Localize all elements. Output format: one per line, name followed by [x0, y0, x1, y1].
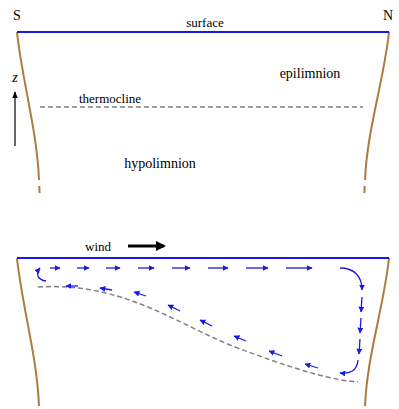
left-bank-end	[38, 186, 40, 193]
thermocline-label: thermocline	[79, 92, 141, 105]
right-bank	[365, 32, 389, 180]
south-label: S	[13, 9, 21, 23]
top-lake	[15, 32, 389, 193]
left-bank	[17, 32, 39, 180]
layer-label: hypolimnion	[124, 157, 196, 171]
left-bank	[17, 258, 39, 406]
axis-label: z	[12, 71, 17, 85]
layer-label: epilimnion	[280, 67, 341, 81]
right-bank	[365, 258, 389, 406]
right-bank-end	[363, 186, 365, 193]
north-label: N	[383, 9, 393, 23]
wind-arrow	[128, 245, 164, 248]
z-axis-arrow	[14, 92, 15, 146]
circulation-arrows	[38, 268, 362, 373]
wind-label: wind	[85, 240, 111, 253]
surface-label: surface	[186, 16, 224, 29]
surface-line	[17, 257, 389, 259]
thermocline-line	[40, 106, 363, 108]
tilted-thermocline	[38, 287, 358, 382]
surface-line	[17, 31, 389, 33]
bottom-lake	[17, 246, 389, 406]
